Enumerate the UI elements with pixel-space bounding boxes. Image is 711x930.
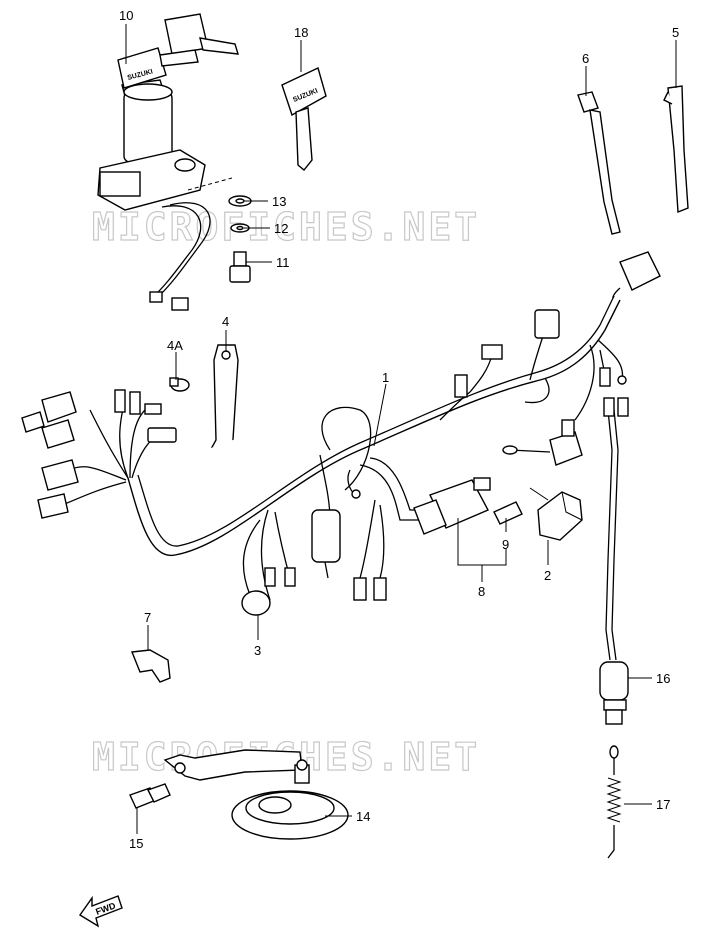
- callout-8: 8: [478, 584, 485, 599]
- callout-4a: 4A: [167, 338, 183, 353]
- part-14-horn: [163, 749, 349, 840]
- callout-3: 3: [254, 643, 261, 658]
- part-16-switch: [599, 397, 629, 725]
- callout-17: 17: [656, 797, 670, 812]
- part-6-cable-tie: [577, 91, 621, 235]
- part-15-bolt: [129, 783, 171, 809]
- relay-connector: [502, 419, 583, 466]
- callout-18: 18: [294, 25, 308, 40]
- left-connector-cluster: [21, 389, 177, 519]
- part-2-cap: [537, 491, 583, 541]
- callout-1: 1: [382, 370, 389, 385]
- part-18-key: SUZUKI: [281, 67, 327, 171]
- callout-12: 12: [274, 221, 288, 236]
- part-9-terminal: [493, 501, 523, 525]
- callout-16: 16: [656, 671, 670, 686]
- part-8-connector: [413, 477, 491, 535]
- watermark-bottom: MICROFICHES.NET: [92, 735, 480, 779]
- callout-7: 7: [144, 610, 151, 625]
- callout-5: 5: [672, 25, 679, 40]
- callout-2: 2: [544, 568, 551, 583]
- part-17-spring: [606, 745, 622, 859]
- part-13-washer: [228, 195, 252, 207]
- callout-13: 13: [272, 194, 286, 209]
- watermark-top: MICROFICHES.NET: [92, 205, 480, 249]
- part-5-clamp-band: [663, 85, 689, 214]
- part-1-wiring-harness: [127, 251, 661, 616]
- part-10-ignition-switch: SUZUKI: [97, 13, 239, 311]
- callout-15: 15: [129, 836, 143, 851]
- callout-4: 4: [222, 314, 229, 329]
- callout-9: 9: [502, 537, 509, 552]
- callout-14: 14: [356, 809, 370, 824]
- callout-labels: 10 18 6 5 13 12 11 4 4A 1 2 3 7 8 9 16 1…: [119, 8, 679, 851]
- leader-lines: [125, 24, 677, 834]
- part-11-screw: [229, 251, 251, 283]
- part-7-clamp: [131, 649, 171, 683]
- callout-11: 11: [276, 255, 290, 270]
- fwd-arrow-icon: FWD: [78, 895, 123, 928]
- part-4a-screw: [169, 377, 190, 392]
- callout-6: 6: [582, 51, 589, 66]
- callout-10: 10: [119, 8, 133, 23]
